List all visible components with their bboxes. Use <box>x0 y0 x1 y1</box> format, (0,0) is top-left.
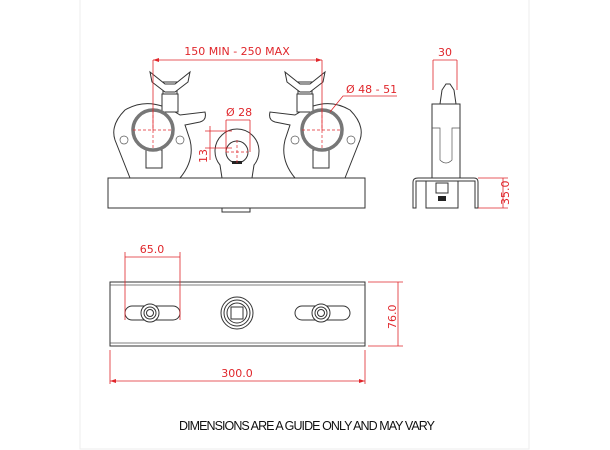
eye-diameter-label: Ø 28 <box>226 106 252 119</box>
base-plate-front <box>107 177 366 209</box>
eye-offset-label: 13 <box>197 149 210 163</box>
plate-length-label: 300.0 <box>221 367 253 380</box>
side-view: 30 35.0 <box>412 46 512 209</box>
plan-view: 65.0 76.0 300.0 <box>109 243 403 384</box>
base-nut <box>221 207 251 213</box>
side-width-label: 30 <box>438 46 452 59</box>
clamp-spacing-dimension-line <box>152 59 323 130</box>
drawing-frame <box>79 0 530 450</box>
slot-length-label: 65.0 <box>140 243 165 256</box>
left-clamp <box>113 70 206 179</box>
footer-note: DIMENSIONS ARE A GUIDE ONLY AND MAY VARY <box>179 419 436 433</box>
side-height-label: 35.0 <box>499 181 512 206</box>
clamp-spacing-label: 150 MIN - 250 MAX <box>184 45 290 58</box>
front-view: 150 MIN - 250 MAX Ø 48 - 51 Ø 28 13 <box>107 45 397 213</box>
plate-width-label: 76.0 <box>386 305 399 330</box>
tube-diameter-label: Ø 48 - 51 <box>346 83 397 96</box>
tube-diameter-leader <box>329 95 397 113</box>
